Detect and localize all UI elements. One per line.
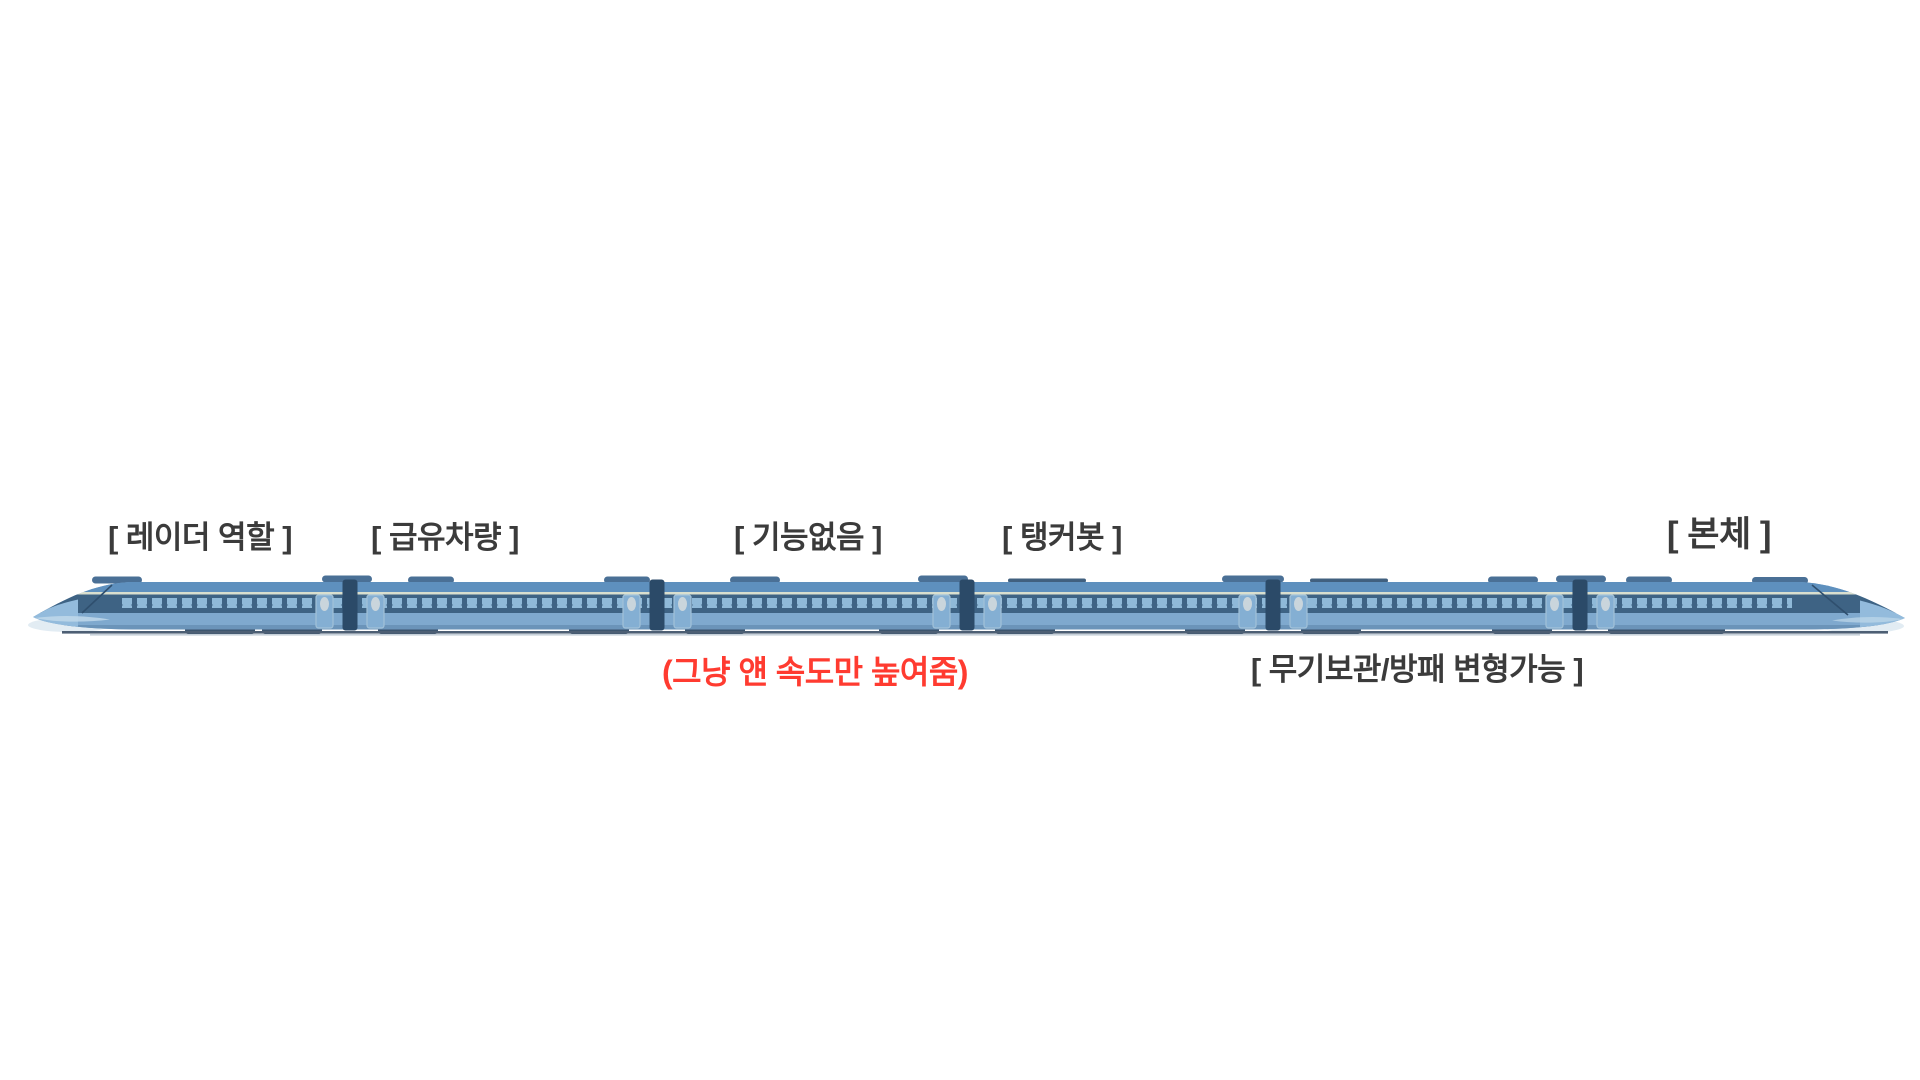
car3-note-label: (그냥 얜 속도만 높여줌) xyxy=(662,654,968,690)
car1-role-label: [ 레이더 역할 ] xyxy=(107,520,293,555)
train-illustration xyxy=(28,575,1905,636)
train-underframe-line xyxy=(62,631,1888,636)
coupler-4 xyxy=(1265,579,1281,631)
coupler-3 xyxy=(959,579,975,631)
train-windows xyxy=(120,598,1792,608)
car5-role-label: [ 무기보관/방패 변형가능 ] xyxy=(1250,652,1584,687)
car2-role-label: [ 급유차량 ] xyxy=(371,520,519,555)
coupler-2 xyxy=(649,579,665,631)
car4-role-label: [ 탱커봇 ] xyxy=(1002,520,1122,555)
train-couplers xyxy=(342,579,1588,631)
car6-role-label: [ 본체 ] xyxy=(1666,515,1772,554)
car3-role-label: [ 기능없음 ] xyxy=(734,520,882,555)
train-doors xyxy=(315,594,1615,629)
coupler-5 xyxy=(1572,579,1588,631)
coupler-1 xyxy=(342,579,358,631)
